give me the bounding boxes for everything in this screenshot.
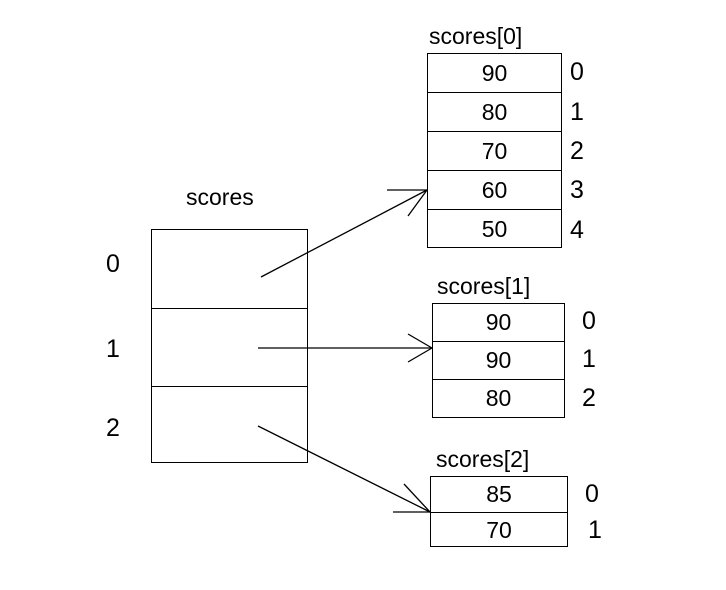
sub-array-1-label: scores[1] <box>437 273 531 299</box>
sub-array-1-index-2: 2 <box>582 384 596 412</box>
sub-array-0-index-0: 0 <box>570 58 584 86</box>
sub-array-0-index-3: 3 <box>570 176 584 204</box>
sub-array-0-label: scores[0] <box>429 23 523 49</box>
sub-array-0-cell-3[interactable]: 60 <box>428 171 561 210</box>
sub-array-2-box: 85 70 <box>430 476 568 547</box>
main-array-cell-1[interactable] <box>152 309 307 387</box>
sub-array-1-index-0: 0 <box>582 307 596 335</box>
sub-array-2-index-1: 1 <box>588 516 602 544</box>
sub-array-2-index-0: 0 <box>585 480 599 508</box>
sub-array-0-cell-0[interactable]: 90 <box>428 54 561 93</box>
sub-array-2-label: scores[2] <box>436 446 530 472</box>
main-array-index-0: 0 <box>106 250 120 278</box>
sub-array-0-cell-1[interactable]: 80 <box>428 93 561 132</box>
sub-array-0-box: 90 80 70 60 50 <box>427 53 562 248</box>
sub-array-0-index-1: 1 <box>570 98 584 126</box>
main-array-box <box>151 229 308 463</box>
main-array-index-2: 2 <box>106 414 120 442</box>
sub-array-0-cell-4[interactable]: 50 <box>481 216 508 242</box>
sub-array-0-index-4: 4 <box>570 216 584 244</box>
sub-array-1-cell-2[interactable]: 80 <box>485 385 512 411</box>
main-array-index-1: 1 <box>106 335 120 363</box>
main-array-cell-2[interactable] <box>152 387 307 462</box>
sub-array-1-cell-0[interactable]: 90 <box>433 304 564 342</box>
sub-array-2-cell-0[interactable]: 85 <box>431 477 567 513</box>
sub-array-1-cell-1[interactable]: 90 <box>433 342 564 380</box>
main-array-label: scores <box>186 184 254 210</box>
sub-array-0-cell-2[interactable]: 70 <box>428 132 561 171</box>
sub-array-1-box: 90 90 80 <box>432 303 565 418</box>
main-array-cell-0[interactable] <box>152 230 307 309</box>
sub-array-2-cell-1[interactable]: 70 <box>486 517 512 543</box>
sub-array-0-index-2: 2 <box>570 137 584 165</box>
sub-array-1-index-1: 1 <box>582 345 596 373</box>
